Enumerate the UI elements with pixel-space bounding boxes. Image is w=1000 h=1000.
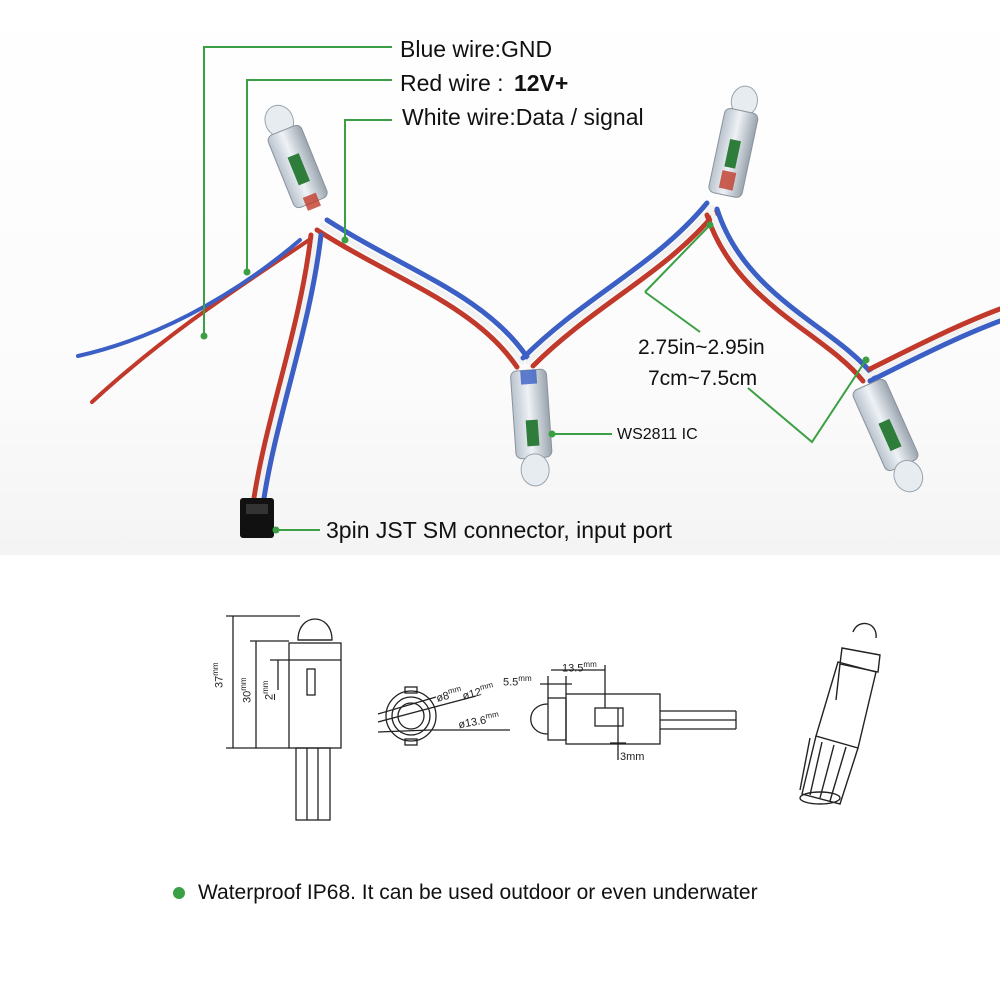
dim-13-5mm: 13.5mm bbox=[562, 660, 597, 675]
dim-5-5mm: 5.5mm bbox=[503, 674, 532, 689]
label-spacing-cm: 7cm~7.5cm bbox=[648, 367, 758, 390]
dim-2mm: 2mm bbox=[261, 680, 276, 700]
label-red-wire-text: Red wire : bbox=[400, 70, 504, 96]
drawing-top-view bbox=[530, 665, 737, 760]
dim-30mm: 30mm bbox=[239, 677, 254, 703]
annotation-lines bbox=[203, 46, 867, 531]
label-jst-connector: 3pin JST SM connector, input port bbox=[326, 517, 673, 543]
bullet-dot-icon bbox=[173, 887, 185, 899]
dim-37mm: 37mm bbox=[211, 662, 226, 688]
label-red-wire: Red wire : 12V+ bbox=[400, 72, 568, 95]
led-pixel-icon bbox=[510, 368, 553, 487]
led-pixel-icon bbox=[264, 104, 328, 211]
led-pixel-icon bbox=[708, 85, 759, 198]
led-pixel-icon bbox=[852, 378, 924, 493]
label-ws2811-ic: WS2811 IC bbox=[617, 426, 698, 443]
label-spacing-in: 2.75in~2.95in bbox=[638, 336, 765, 359]
label-blue-wire: Blue wire:GND bbox=[400, 36, 553, 62]
drawing-front-view bbox=[377, 686, 510, 746]
label-white-wire: White wire:Data / signal bbox=[402, 104, 644, 130]
drawing-side-view bbox=[226, 615, 342, 821]
annotation-dots bbox=[200, 221, 870, 534]
wire-ribbons bbox=[76, 200, 1000, 508]
label-red-wire-value: 12V+ bbox=[513, 70, 569, 96]
drawing-perspective bbox=[799, 622, 881, 805]
jst-connector-icon bbox=[240, 498, 274, 538]
dim-3mm: 3mm bbox=[620, 751, 645, 763]
footer-waterproof-text: Waterproof IP68. It can be used outdoor … bbox=[198, 881, 758, 904]
photo-area bbox=[0, 0, 1000, 555]
